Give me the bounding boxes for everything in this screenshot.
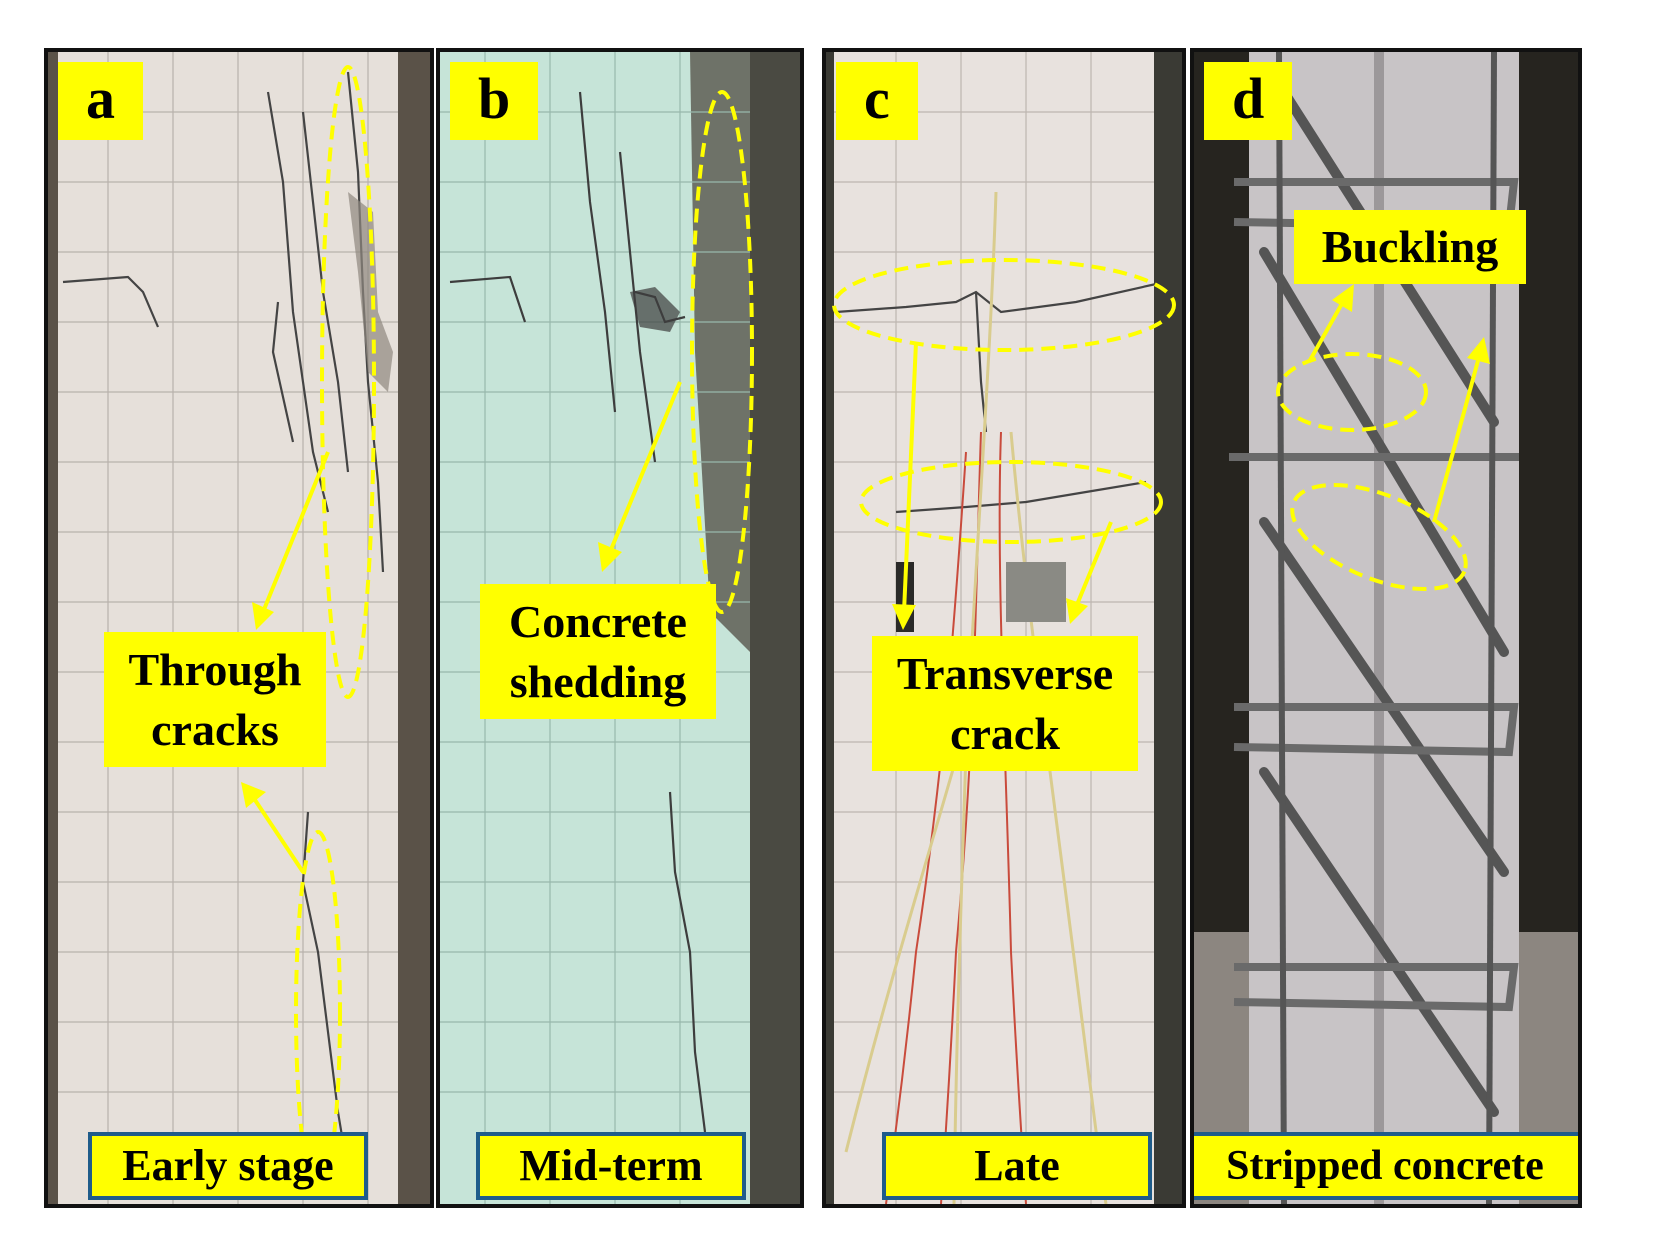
panel-d: d Buckling Stripped concrete	[1190, 48, 1582, 1208]
caption-c: Late	[882, 1132, 1152, 1200]
caption-a: Early stage	[88, 1132, 368, 1200]
panel-label-c: c	[836, 62, 918, 140]
column-photo-a	[48, 52, 430, 1204]
column-photo-c	[826, 52, 1182, 1204]
caption-b: Mid-term	[476, 1132, 746, 1200]
callout-buckling: Buckling	[1294, 210, 1526, 284]
panel-label-b: b	[450, 62, 539, 140]
panel-label-a: a	[58, 62, 143, 140]
panel-label-d: d	[1204, 62, 1293, 140]
caption-d: Stripped concrete	[1194, 1132, 1578, 1200]
